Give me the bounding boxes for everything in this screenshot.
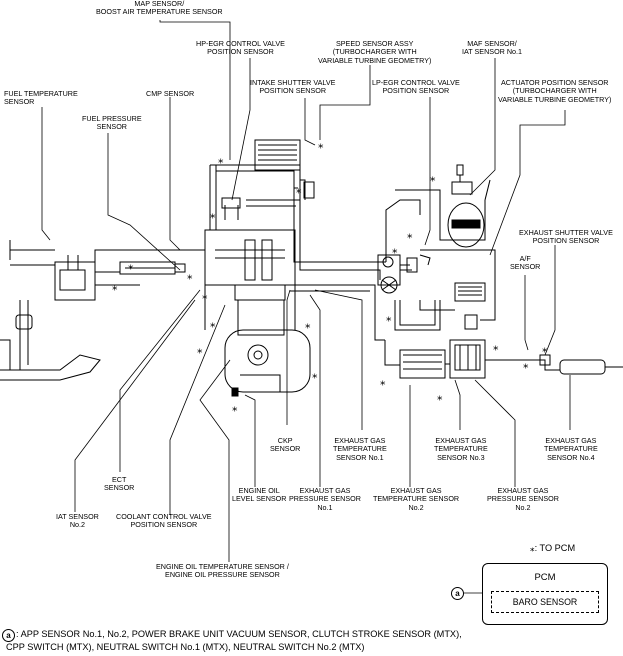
svg-text:⁎: ⁎ bbox=[202, 290, 208, 302]
engine-block bbox=[204, 229, 311, 397]
svg-text:⁎: ⁎ bbox=[218, 154, 224, 166]
turbocharger bbox=[377, 254, 431, 294]
svg-text:⁎: ⁎ bbox=[210, 209, 216, 221]
intake-piping bbox=[209, 139, 496, 331]
pcm-title: PCM bbox=[534, 572, 556, 583]
label-oil-level-sensor: ENGINE OIL LEVEL SENSOR bbox=[232, 486, 287, 504]
svg-text:⁎: ⁎ bbox=[232, 402, 238, 414]
label-egp-sensor-2: EXHAUST GAS PRESSURE SENSOR No.2 bbox=[487, 486, 559, 512]
svg-text:⁎: ⁎ bbox=[437, 391, 443, 403]
label-ect-sensor: ECT SENSOR bbox=[104, 475, 135, 493]
label-egt-sensor-4: EXHAUST GAS TEMPERATURE SENSOR No.4 bbox=[544, 436, 598, 462]
baro-sensor-box: BARO SENSOR bbox=[491, 591, 599, 613]
svg-text:⁎: ⁎ bbox=[210, 318, 216, 330]
pcm-marker-icon: a bbox=[451, 587, 464, 600]
label-iat-sensor-2: IAT SENSOR No.2 bbox=[56, 512, 99, 530]
label-coolant-control-sensor: COOLANT CONTROL VALVE POSITION SENSOR bbox=[116, 512, 212, 530]
label-ckp-sensor: CKP SENSOR bbox=[270, 436, 301, 454]
svg-text:⁎: ⁎ bbox=[380, 376, 386, 388]
svg-text:⁎: ⁎ bbox=[305, 319, 311, 331]
label-egp-sensor-1: EXHAUST GAS PRESSURE SENSOR No.1 bbox=[289, 486, 361, 512]
svg-text:⁎: ⁎ bbox=[430, 172, 436, 184]
svg-text:⁎: ⁎ bbox=[312, 369, 318, 381]
svg-text:⁎: ⁎ bbox=[392, 244, 398, 256]
label-egt-sensor-3: EXHAUST GAS TEMPERATURE SENSOR No.3 bbox=[434, 436, 488, 462]
to-pcm-marks: ⁎ ⁎ ⁎ ⁎ ⁎ ⁎ ⁎ ⁎ ⁎ ⁎ ⁎ ⁎ ⁎ ⁎ ⁎ ⁎ ⁎ ⁎ ⁎ ⁎ … bbox=[112, 139, 548, 414]
svg-text:⁎: ⁎ bbox=[493, 341, 499, 353]
footnote-line-1: : APP SENSOR No.1, No.2, POWER BRAKE UNI… bbox=[16, 629, 462, 639]
label-maf-sensor: MAF SENSOR/ IAT SENSOR No.1 bbox=[462, 39, 523, 57]
svg-text:⁎: ⁎ bbox=[112, 281, 118, 293]
label-actuator-position-sensor: ACTUATOR POSITION SENSOR (TURBOCHARGER W… bbox=[498, 78, 612, 104]
pcm-box: PCM BARO SENSOR bbox=[482, 563, 608, 625]
label-fuel-pressure-sensor: FUEL PRESSURE SENSOR bbox=[82, 114, 142, 132]
svg-text:⁎: ⁎ bbox=[197, 344, 203, 356]
label-lp-egr-sensor: LP-EGR CONTROL VALVE POSITION SENSOR bbox=[372, 78, 460, 96]
svg-text:⁎: ⁎ bbox=[407, 229, 413, 241]
label-egt-sensor-2: EXHAUST GAS TEMPERATURE SENSOR No.2 bbox=[373, 486, 460, 512]
svg-text:⁎: ⁎ bbox=[187, 270, 193, 282]
exhaust-system bbox=[290, 284, 623, 379]
to-pcm-legend: ⁎: TO PCM bbox=[530, 543, 576, 553]
label-hp-egr-sensor: HP-EGR CONTROL VALVE POSITION SENSOR bbox=[196, 39, 285, 57]
svg-text:⁎: ⁎ bbox=[542, 343, 548, 355]
fuel-system bbox=[0, 240, 205, 381]
svg-text:⁎: ⁎ bbox=[386, 312, 392, 324]
svg-text:⁎: ⁎ bbox=[523, 359, 529, 371]
leader-lines bbox=[41, 20, 571, 594]
label-map-sensor: MAP SENSOR/ BOOST AIR TEMPERATURE SENSOR bbox=[96, 0, 223, 17]
label-speed-sensor: SPEED SENSOR ASSY (TURBOCHARGER WITH VAR… bbox=[318, 39, 432, 65]
svg-text:⁎: ⁎ bbox=[296, 184, 302, 196]
label-exhaust-shutter-sensor: EXHAUST SHUTTER VALVE POSITION SENSOR bbox=[519, 228, 613, 246]
svg-text:⁎: ⁎ bbox=[128, 260, 134, 272]
label-egt-sensor-1: EXHAUST GAS TEMPERATURE SENSOR No.1 bbox=[333, 436, 387, 462]
label-intake-shutter-sensor: INTAKE SHUTTER VALVE POSITION SENSOR bbox=[250, 78, 336, 96]
label-oil-temp-pressure-sensor: ENGINE OIL TEMPERATURE SENSOR / ENGINE O… bbox=[156, 562, 289, 580]
label-cmp-sensor: CMP SENSOR bbox=[146, 89, 195, 98]
label-af-sensor: A/F SENSOR bbox=[510, 254, 541, 272]
svg-text:⁎: ⁎ bbox=[318, 139, 324, 151]
label-fuel-temperature-sensor: FUEL TEMPERATURE SENSOR bbox=[4, 89, 78, 107]
footnote-marker-icon: a bbox=[2, 629, 15, 642]
footnote-line-2: CPP SWITCH (MTX), NEUTRAL SWITCH No.1 (M… bbox=[6, 642, 365, 652]
